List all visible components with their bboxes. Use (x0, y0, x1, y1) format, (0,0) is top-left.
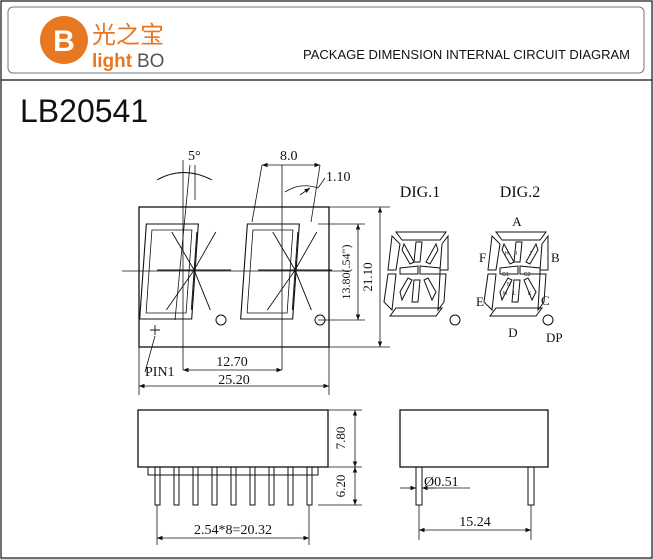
end-view (399, 409, 549, 540)
seg-dp-label: DP (546, 330, 563, 345)
digit-1-outline (139, 223, 232, 320)
seg-e-label: E (476, 294, 484, 309)
seg-n-label: N (507, 282, 511, 288)
seg-l-label: L (513, 291, 516, 297)
seg-b-label: B (551, 250, 560, 265)
seg-j-label: J (529, 251, 532, 257)
tilt-label: 1.10 (326, 170, 351, 185)
pin-dia-label: Ø0.51 (424, 475, 459, 490)
brand-logo: B 光之宝 light BO (40, 16, 164, 72)
seg-f-label: F (479, 250, 486, 265)
seg-a-label: A (512, 214, 522, 229)
angle-label: 5° (188, 149, 201, 164)
dp-dot-1 (215, 314, 227, 326)
height-label: 21.10 (360, 262, 375, 291)
seg-m-label: M (503, 291, 507, 297)
logo-circle-icon (40, 16, 88, 64)
dig2-segments (483, 231, 554, 326)
brand-latin-bo: BO (137, 51, 164, 72)
seg-g1-label: G1 (502, 272, 509, 278)
body-height-label: 7.80 (333, 427, 348, 450)
seg-h-label: H (505, 251, 509, 257)
model-number: LB20541 (20, 93, 148, 129)
brand-latin-light: light (92, 51, 133, 72)
dig1-label: DIG.1 (400, 184, 440, 201)
width-label: 25.20 (218, 373, 250, 388)
seg-d-label: D (508, 325, 517, 340)
pin-length-label: 6.20 (333, 475, 348, 498)
seg-g2-label: G2 (524, 272, 531, 278)
digit-2-outline (240, 223, 333, 320)
dig1-segments (383, 231, 461, 326)
seg-k-label: K (528, 291, 532, 297)
pin-pitch-label: 2.54*8=20.32 (194, 523, 272, 538)
digit-height-label: 13.80(.54") (339, 245, 353, 300)
display-body (138, 206, 330, 348)
digit-spacing-label: 12.70 (216, 355, 248, 370)
dig2-label: DIG.2 (500, 184, 540, 201)
header-title: PACKAGE DIMENSION INTERNAL CIRCUIT DIAGR… (303, 47, 630, 62)
seg-i-label: I (516, 251, 517, 257)
header-box (7, 6, 645, 74)
pitch-label: 8.0 (280, 149, 298, 164)
pin-row (154, 466, 313, 506)
brand-chinese: 光之宝 (92, 21, 164, 49)
pin1-label: PIN1 (145, 365, 175, 380)
logo-letter: B (53, 25, 75, 58)
seg-c-label: C (541, 293, 550, 308)
row-spacing-label: 15.24 (459, 515, 491, 530)
front-view (122, 160, 390, 395)
side-view (137, 409, 362, 545)
